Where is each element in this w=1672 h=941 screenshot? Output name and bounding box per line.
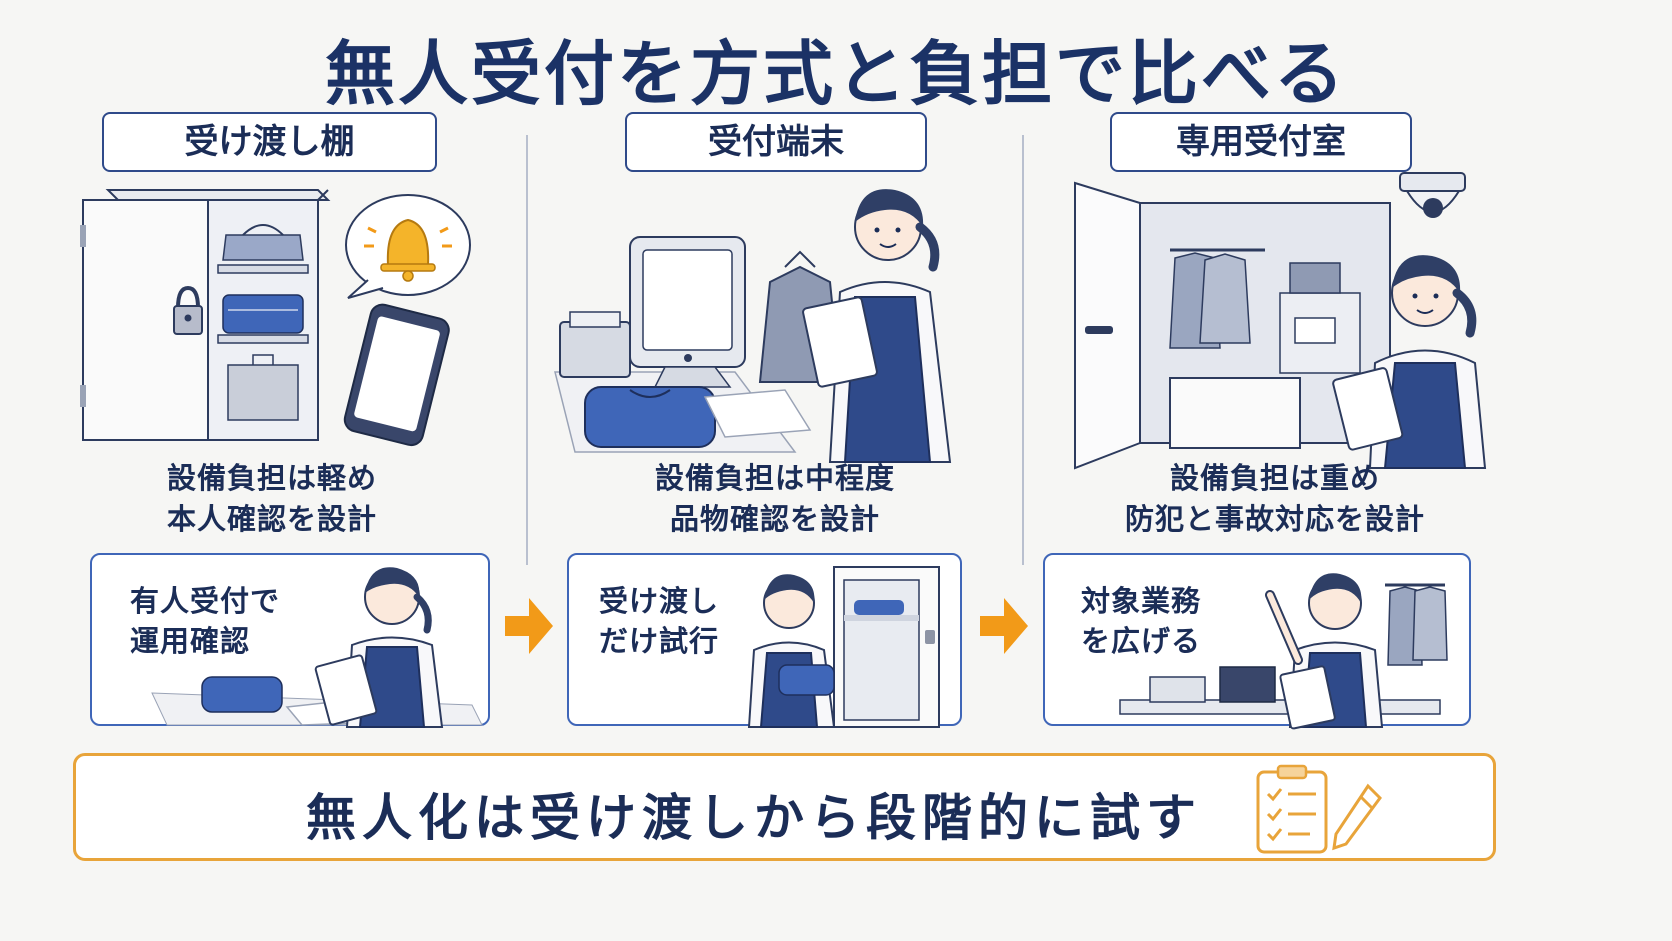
column-divider [1022,135,1024,565]
clothes-rack-icon [1385,583,1448,666]
staff-person-icon [314,567,444,728]
printer-icon [559,311,631,378]
step-illustration [747,566,940,728]
room-illustration [1074,172,1487,470]
step-card-2: 受け渡し だけ試行 [567,553,962,728]
bell-icon [345,194,471,299]
staff-person-icon [747,574,836,728]
column-caption-shelf: 設備負担は軽め 本人確認を設計 [82,458,462,540]
caption-line: 設備負担は中程度 [654,461,895,495]
caption-line: 品物確認を設計 [669,502,880,536]
column-label-shelf: 受け渡し棚 [102,112,437,172]
arrow-right-icon [505,598,553,654]
page-title: 無人受付を方式と負担で比べる [325,33,1347,115]
cabinet-icon [833,566,940,728]
step-card-1: 有人受付で 運用確認 [90,553,490,728]
staff-person-icon [1265,573,1384,730]
smartphone-icon [343,303,450,447]
column-caption-room: 設備負担は重め 防犯と事故対応を設計 [1060,458,1490,540]
checklist-clipboard-icon [1256,764,1328,854]
staff-person-icon [1332,255,1487,469]
column-divider [526,135,528,565]
caption-line: 設備負担は重め [1169,461,1380,495]
security-camera-icon [1399,172,1466,218]
clothes-rack-icon [1169,248,1265,349]
step-card-3: 対象業務 を広げる [1043,553,1471,730]
shelf-illustration [80,189,471,447]
step-text: 対象業務 を広げる [1081,584,1202,658]
cabinet-icon [80,189,331,441]
caption-line: 設備負担は軽め [166,461,377,495]
caption-line: 本人確認を設計 [166,502,377,536]
step-illustration [151,567,483,728]
step-text: 有人受付で 運用確認 [130,584,281,658]
pencil-icon [1332,783,1382,851]
column-label-terminal: 受付端末 [625,112,927,172]
lock-icon [173,285,203,335]
caption-line: 防犯と事故対応を設計 [1124,502,1425,536]
column-caption-terminal: 設備負担は中程度 品物確認を設計 [560,458,990,540]
checklist-illustration [1256,764,1382,854]
arrow-right-icon [980,598,1028,654]
staff-person-icon [802,189,952,463]
step-illustration [1119,573,1448,730]
conclusion-text: 無人化は受け渡しから段階的に試す [306,789,1202,847]
conclusion-box: 無人化は受け渡しから段階的に試す [73,753,1496,861]
tablet-kiosk-icon [629,236,746,388]
terminal-illustration [554,189,952,463]
column-label-room: 専用受付室 [1110,112,1412,172]
step-text: 受け渡し だけ試行 [599,584,720,658]
